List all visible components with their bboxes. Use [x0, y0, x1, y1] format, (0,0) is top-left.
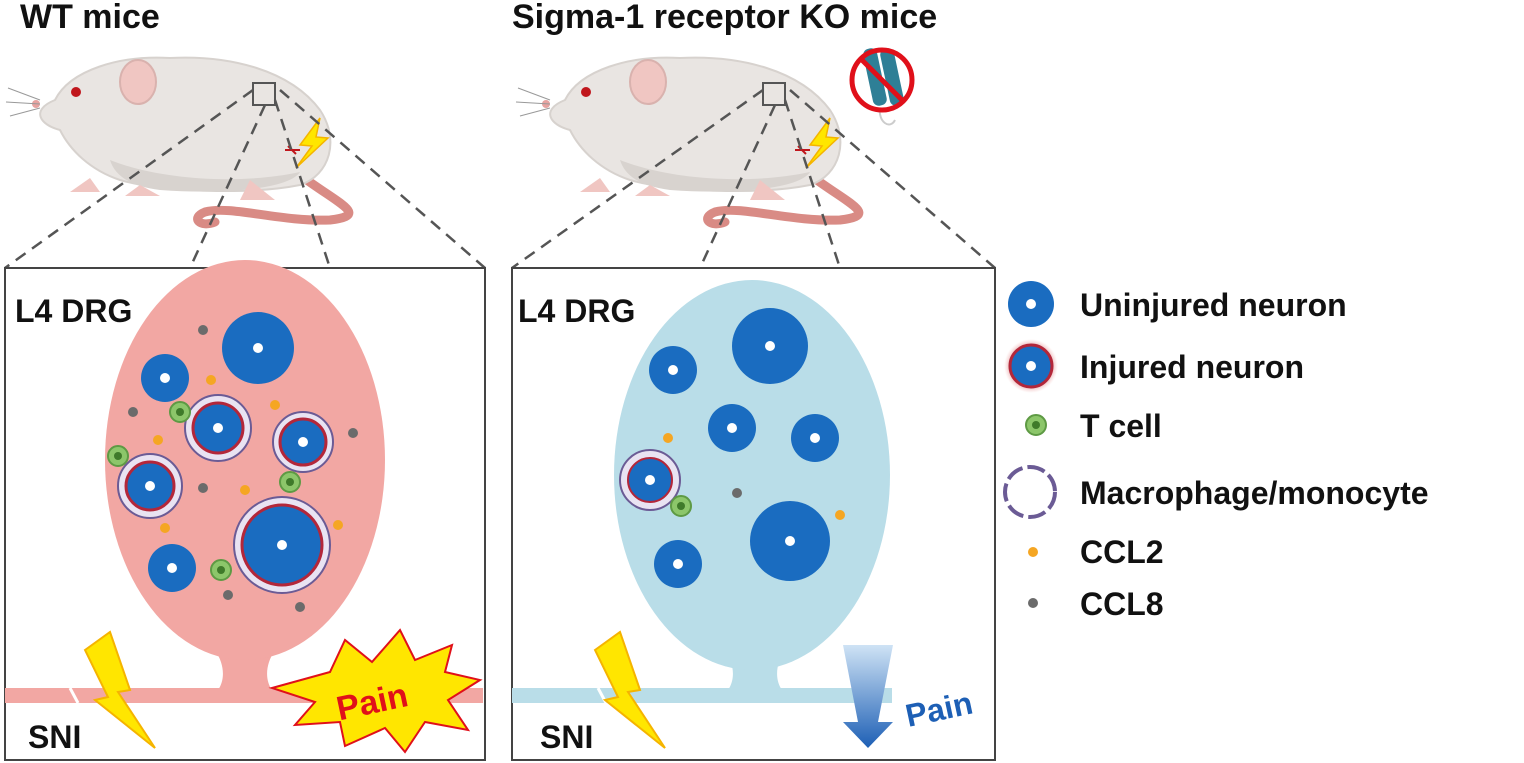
down-arrow-icon: [843, 645, 893, 748]
ko-title: Sigma-1 receptor KO mice: [512, 0, 937, 36]
injured-neuron: [233, 496, 331, 594]
svg-text:CCL8: CCL8: [1080, 586, 1164, 622]
blocked-receptor-icon: [849, 47, 915, 126]
uninjured-neuron: [649, 346, 697, 394]
ko-mouse-illustration: [516, 58, 859, 224]
legend: Uninjured neuron Injured neuron T cell M…: [1003, 281, 1429, 622]
injured-neuron: [272, 411, 334, 473]
ccl2-dot: [835, 510, 845, 520]
legend-item-macrophage: Macrophage/monocyte: [1003, 465, 1429, 519]
wt-title: WT mice: [20, 0, 160, 36]
ccl8-dot: [732, 488, 742, 498]
wt-sni-label: SNI: [28, 719, 81, 755]
legend-item-ccl8: CCL8: [1028, 586, 1164, 622]
ccl2-dots: [153, 375, 343, 533]
legend-item-injured: Injured neuron: [1004, 339, 1304, 393]
ko-sni-lightning-icon: [593, 630, 666, 749]
ko-drg-label: L4 DRG: [518, 293, 635, 329]
uninjured-neuron: [222, 312, 294, 384]
svg-text:Uninjured neuron: Uninjured neuron: [1080, 287, 1347, 323]
wt-pain-burst: Pain: [268, 628, 483, 754]
wt-drg-label: L4 DRG: [15, 293, 132, 329]
uninjured-neuron: [791, 414, 839, 462]
t-cell: [210, 559, 232, 581]
uninjured-neuron: [148, 544, 196, 592]
uninjured-neuron: [654, 540, 702, 588]
t-cell: [279, 471, 301, 493]
zoom-lines: [4, 88, 996, 270]
legend-item-ccl2: CCL2: [1028, 534, 1164, 570]
injured-neuron: [619, 449, 681, 511]
uninjured-neuron: [750, 501, 830, 581]
legend-item-uninjured: Uninjured neuron: [1008, 281, 1347, 327]
svg-text:CCL2: CCL2: [1080, 534, 1164, 570]
wt-mouse-illustration: [6, 58, 349, 224]
injured-neuron: [117, 453, 183, 519]
uninjured-neuron: [141, 354, 189, 402]
uninjured-neuron: [708, 404, 756, 452]
injured-neuron: [184, 394, 252, 462]
wt-sni-lightning-icon: [83, 630, 156, 749]
uninjured-neuron: [732, 308, 808, 384]
legend-item-tcell: T cell: [1025, 408, 1162, 444]
svg-text:Injured neuron: Injured neuron: [1080, 349, 1304, 385]
ccl8-dots: [128, 325, 358, 612]
wt-cells: [107, 312, 358, 612]
ko-nerve: [512, 688, 892, 703]
t-cell: [670, 495, 692, 517]
t-cell: [107, 445, 129, 467]
ko-cells: [619, 308, 845, 588]
t-cell: [169, 401, 191, 423]
svg-text:Macrophage/monocyte: Macrophage/monocyte: [1080, 475, 1429, 511]
ccl2-dot: [663, 433, 673, 443]
ko-sni-label: SNI: [540, 719, 593, 755]
svg-text:T cell: T cell: [1080, 408, 1162, 444]
